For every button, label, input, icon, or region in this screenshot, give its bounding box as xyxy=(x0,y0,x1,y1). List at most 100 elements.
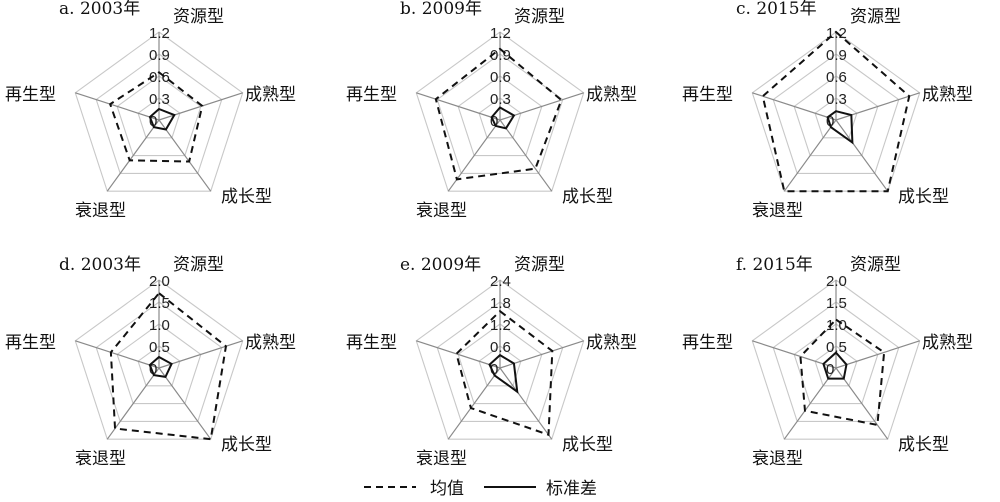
radar-panel-2: 00.30.60.91.2b. 2009年资源型成熟型成长型衰退型再生型 xyxy=(346,0,637,221)
tick-label: 0 xyxy=(826,113,834,130)
grid-ring xyxy=(95,53,223,174)
panel-title: c. 2015年 xyxy=(736,0,817,19)
tick-label: 0.6 xyxy=(490,339,511,356)
axis-spoke xyxy=(416,340,501,369)
tick-label: 1.2 xyxy=(149,25,170,42)
axis-spoke xyxy=(158,119,212,192)
grid-ring xyxy=(478,345,522,387)
panel-title: e. 2009年 xyxy=(400,255,481,275)
tick-label: 1.8 xyxy=(490,295,511,312)
axis-label: 资源型 xyxy=(173,255,224,275)
axis-label: 成熟型 xyxy=(245,84,296,105)
axis-spoke xyxy=(835,119,889,192)
tick-label: 0.9 xyxy=(826,47,847,64)
series-mean-line xyxy=(455,309,554,437)
axis-label: 成熟型 xyxy=(922,84,973,105)
grid-ring xyxy=(95,301,223,422)
series-mean-line xyxy=(108,71,204,163)
axis-label: 再生型 xyxy=(682,85,733,105)
tick-label: 0.9 xyxy=(490,47,511,64)
tick-label: 0 xyxy=(826,361,834,378)
axis-spoke xyxy=(499,119,553,192)
tick-label: 1.5 xyxy=(149,295,170,312)
tick-label: 0.5 xyxy=(149,339,170,356)
grid-ring xyxy=(814,345,858,387)
axis-label: 成熟型 xyxy=(586,332,637,353)
grid-ring xyxy=(457,75,543,157)
grid-ring xyxy=(436,53,564,174)
axis-label: 再生型 xyxy=(5,333,56,353)
tick-label: 2.4 xyxy=(490,273,511,290)
radar-panel-6: 00.51.01.52.0f. 2015年资源型成熟型成长型衰退型再生型 xyxy=(682,255,973,469)
series-std-line xyxy=(490,106,516,130)
axis-label: 衰退型 xyxy=(752,201,803,221)
grid-ring xyxy=(137,97,181,139)
axis-label: 衰退型 xyxy=(75,201,126,221)
grid-ring xyxy=(772,53,900,174)
tick-label: 0.6 xyxy=(490,69,511,86)
grid-ring xyxy=(116,75,202,157)
tick-label: 0.6 xyxy=(149,69,170,86)
tick-label: 0.5 xyxy=(826,339,847,356)
grid-ring xyxy=(116,323,202,405)
grid-ring xyxy=(415,31,585,192)
axis-label: 成长型 xyxy=(562,187,613,207)
axis-label: 再生型 xyxy=(5,85,56,105)
tick-label: 1.2 xyxy=(490,25,511,42)
tick-label: 0.6 xyxy=(826,69,847,86)
legend: 均值 标准差 xyxy=(364,479,597,499)
radar-panel-4: 00.51.01.52.0d. 2003年资源型成熟型成长型衰退型再生型 xyxy=(5,255,296,469)
grid-ring xyxy=(74,279,244,440)
axis-label: 成长型 xyxy=(221,435,272,455)
panel-title: f. 2015年 xyxy=(736,255,813,275)
radar-panels: 00.30.60.91.2a. 2003年资源型成熟型成长型衰退型再生型00.3… xyxy=(5,0,973,469)
axis-spoke xyxy=(158,340,243,369)
axis-label: 成长型 xyxy=(562,435,613,455)
tick-label: 0.3 xyxy=(490,91,511,108)
series-std-line xyxy=(488,353,519,394)
axis-spoke xyxy=(752,92,837,121)
radar-panel-1: 00.30.60.91.2a. 2003年资源型成熟型成长型衰退型再生型 xyxy=(5,0,296,221)
tick-label: 0.9 xyxy=(149,47,170,64)
tick-label: 1.2 xyxy=(490,317,511,334)
panel-title: d. 2003年 xyxy=(59,255,141,275)
tick-label: 0 xyxy=(490,361,498,378)
legend-mean-label: 均值 xyxy=(430,479,464,499)
axis-label: 衰退型 xyxy=(416,201,467,221)
tick-label: 1.5 xyxy=(826,295,847,312)
tick-label: 0 xyxy=(149,113,157,130)
tick-label: 2.0 xyxy=(149,273,170,290)
grid-ring xyxy=(436,301,564,422)
axis-spoke xyxy=(835,92,920,121)
series-mean-line xyxy=(434,47,563,181)
axis-label: 衰退型 xyxy=(752,449,803,469)
axis-spoke xyxy=(75,92,160,121)
grid-ring xyxy=(415,279,585,440)
axis-spoke xyxy=(783,367,837,440)
axis-spoke xyxy=(835,367,889,440)
grid-ring xyxy=(793,323,879,405)
tick-label: 1.0 xyxy=(149,317,170,334)
grid-ring xyxy=(814,97,858,139)
tick-label: 0.3 xyxy=(826,91,847,108)
grid-ring xyxy=(478,97,522,139)
axis-label: 成熟型 xyxy=(586,84,637,105)
series-mean-line xyxy=(109,291,228,441)
tick-label: 0 xyxy=(149,361,157,378)
panel-title: a. 2003年 xyxy=(59,0,140,19)
series-std-line xyxy=(826,110,854,145)
series-std-line xyxy=(822,351,848,380)
grid-ring xyxy=(772,301,900,422)
axis-spoke xyxy=(499,367,553,440)
axis-spoke xyxy=(106,119,160,192)
axis-label: 衰退型 xyxy=(75,449,126,469)
series-std-line xyxy=(148,107,176,131)
axis-spoke xyxy=(158,367,212,440)
tick-label: 1.0 xyxy=(826,317,847,334)
series-mean-line xyxy=(761,30,911,193)
axis-label: 再生型 xyxy=(682,333,733,353)
axis-label: 衰退型 xyxy=(416,449,467,469)
grid-ring xyxy=(751,279,921,440)
axis-label: 成长型 xyxy=(898,435,949,455)
axis-label: 资源型 xyxy=(514,255,565,275)
